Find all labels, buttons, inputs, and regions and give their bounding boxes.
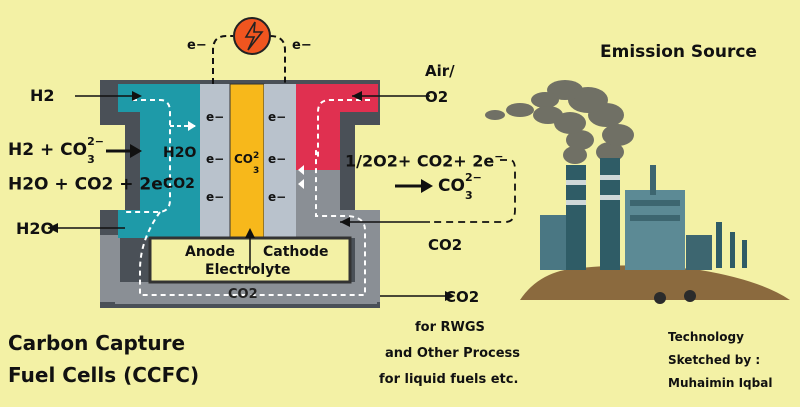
- electrolyte-ion-sup: 2: [253, 151, 260, 161]
- air-input-label: Air/: [425, 62, 455, 80]
- anode-reaction-line2: H2O + CO2 + 2e−: [8, 173, 172, 195]
- smoke-plume: [485, 80, 634, 164]
- anode-channel-h2o: H2O: [163, 145, 197, 161]
- anode-reaction-sup: 2−: [87, 135, 104, 148]
- cathode-electrode: [264, 84, 296, 239]
- page-subtitle: Fuel Cells (CCFC): [8, 363, 200, 387]
- anode-electrode: [200, 84, 230, 239]
- anode-reaction-sub: 3: [87, 153, 95, 166]
- electron-label-left: e−: [187, 38, 207, 53]
- credit-line-1: Technology: [668, 330, 744, 344]
- electrolyte-layer: [229, 83, 265, 240]
- left-return-channel: [100, 235, 120, 302]
- h2-flow-path: [125, 99, 171, 213]
- h2-input-label: H2: [30, 86, 55, 105]
- flow-arrow-cathode-2: [298, 179, 304, 189]
- cathode-label: Cathode: [263, 244, 329, 260]
- storage-tank: [686, 235, 712, 270]
- anode-label: Anode: [185, 244, 235, 260]
- credit-line-3: Muhaimin Iqbal: [668, 376, 773, 390]
- anode-channel-co2: CO2: [163, 176, 195, 192]
- cathode-reaction-line1: 1/2O2+ CO2+ 2e−: [345, 150, 503, 170]
- load-bulb: [233, 17, 271, 55]
- page-title: Carbon Capture: [8, 331, 186, 355]
- lightning-icon: [244, 21, 264, 51]
- o2-inlet-arrowhead: [352, 91, 362, 101]
- electrolyte-ion-sub: 3: [253, 166, 260, 176]
- dirt-mound: [520, 265, 790, 300]
- cathode-electron-2: e−: [268, 152, 287, 166]
- flow-arrow-cathode: [298, 165, 304, 175]
- bottom-channel-label: CO2: [228, 287, 258, 302]
- anode-reaction-arrowhead: [130, 144, 142, 158]
- credit-line-2: Sketched by :: [668, 353, 761, 367]
- electron-label-right: e−: [292, 38, 312, 53]
- chimney-right: [600, 158, 620, 270]
- cathode-reaction-text: 1/2O2+ CO2+ 2e: [345, 151, 495, 171]
- co2-recycle-path: [139, 150, 366, 296]
- cathode-reaction-sup-2: 2−: [464, 171, 482, 184]
- uses-line-3: for liquid fuels etc.: [379, 372, 519, 387]
- anode-reaction-sup-2: −: [162, 173, 173, 186]
- co2-output-label: CO2: [445, 288, 480, 306]
- emission-connector: [430, 159, 516, 223]
- bottom-gas-channel: [115, 282, 377, 304]
- anode-reaction-text-2: H2O + CO2 + 2e: [8, 174, 163, 195]
- co2-inlet-arrowhead: [340, 217, 350, 227]
- electrolyte-pointer-head: [245, 228, 255, 238]
- cathode-electron-1: e−: [268, 110, 287, 124]
- air-flow-path: [317, 99, 370, 160]
- electrolyte-ion-base: CO: [234, 152, 254, 166]
- cathode-reaction-arrowhead: [421, 179, 433, 193]
- cathode-reaction-sub-2: 3: [464, 189, 473, 202]
- tower: [650, 165, 656, 195]
- anode-gas-channel: [118, 84, 200, 238]
- h2o-outlet-arrowhead: [48, 223, 58, 233]
- flow-arrow-anode: [188, 121, 196, 131]
- co2-outlet-arrowhead: [445, 291, 455, 301]
- h2-inlet-arrowhead: [132, 91, 142, 101]
- cathode-reaction-sup: −: [494, 150, 504, 163]
- anode-electron-3: e−: [206, 190, 225, 204]
- external-circuit-wire: [212, 35, 233, 84]
- external-circuit-wire-right: [269, 35, 286, 84]
- cathode-electron-3: e−: [268, 190, 287, 204]
- o2-input-label: O2: [425, 88, 449, 106]
- cathode-reaction-text-2: CO: [438, 176, 465, 196]
- electrolyte-label: Electrolyte: [205, 262, 291, 278]
- co2-input-label: CO2: [428, 236, 463, 254]
- anode-electron-2: e−: [206, 152, 225, 166]
- chimney-left: [566, 165, 586, 270]
- factory-block: [540, 215, 566, 270]
- uses-line-1: for RWGS: [415, 320, 485, 335]
- uses-line-2: and Other Process: [385, 346, 521, 361]
- factory-illustration: [520, 158, 790, 304]
- cathode-air-channel: [296, 84, 378, 170]
- anode-electron-1: e−: [206, 110, 225, 124]
- anode-reaction-text: H2 + CO: [8, 140, 88, 160]
- emission-source-label: Emission Source: [600, 42, 757, 62]
- h2o-output-label: H2O: [16, 219, 55, 238]
